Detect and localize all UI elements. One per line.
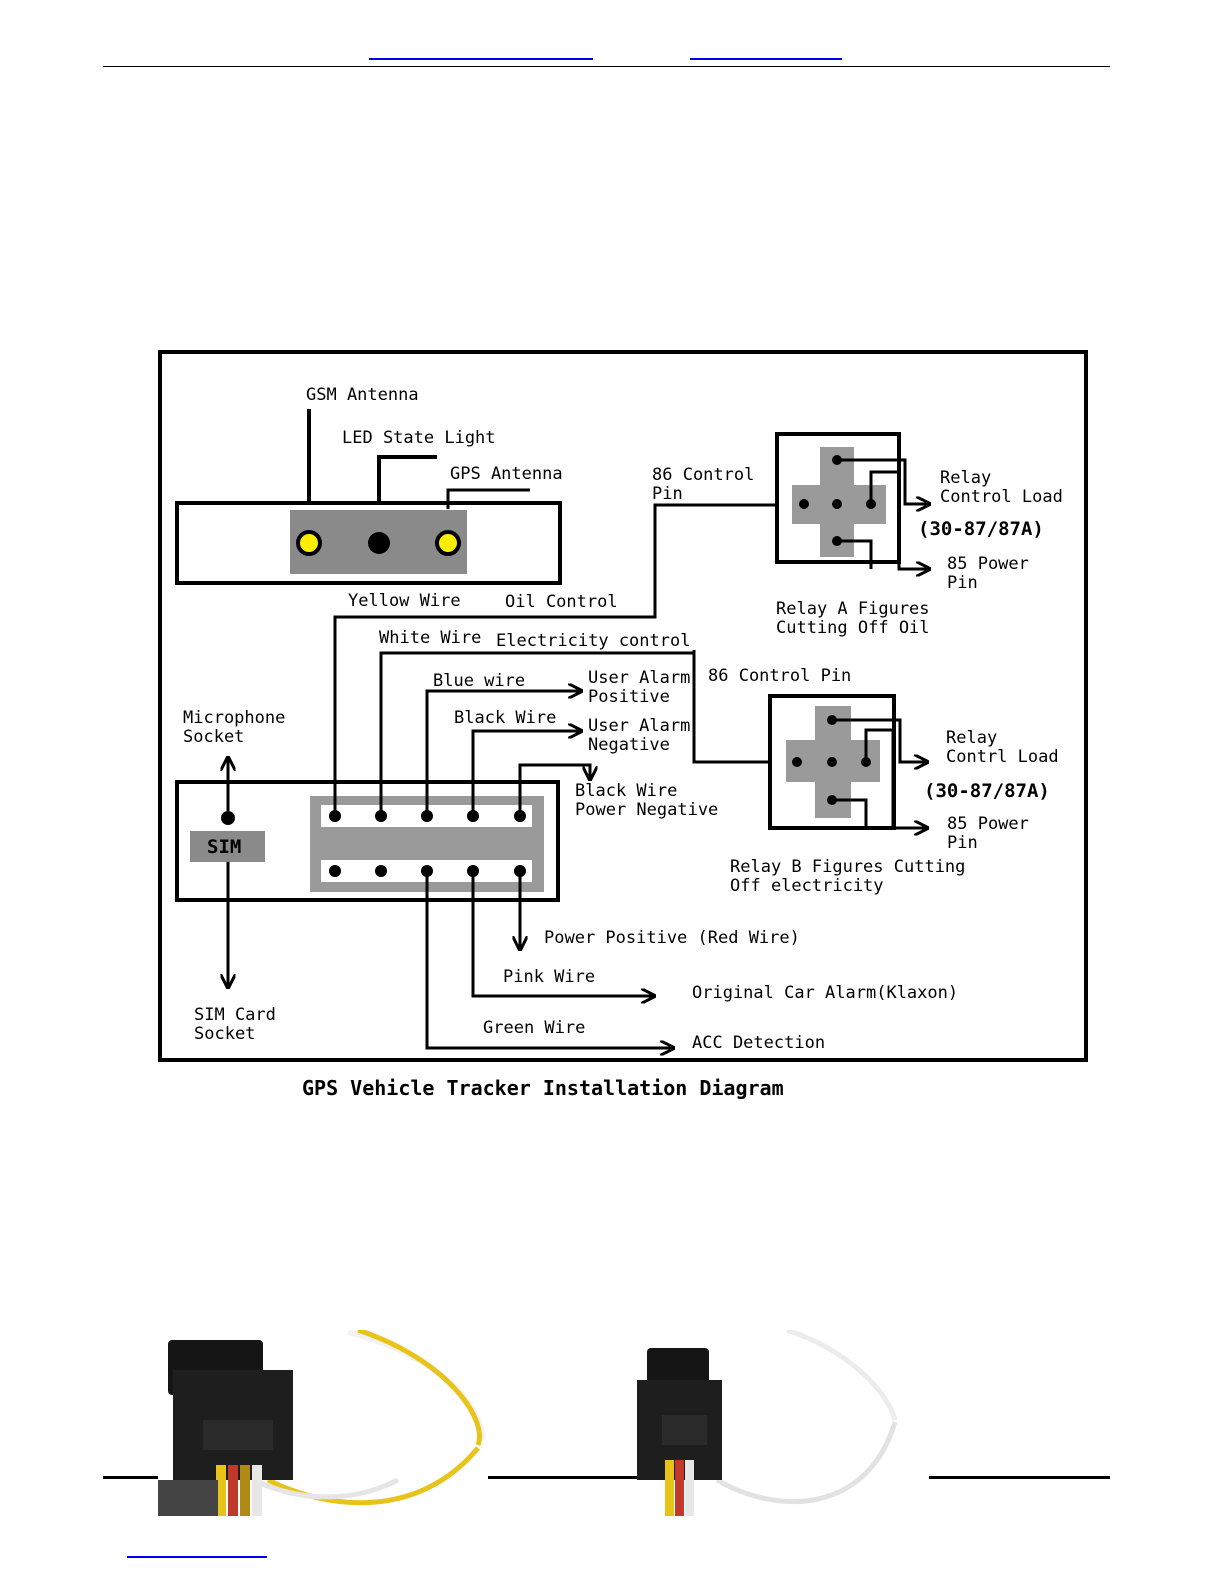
label-86-control-b: 86 Control Pin [708, 666, 851, 686]
label-black-wire-1: Black Wire [454, 708, 556, 728]
footer-rule-left [103, 1476, 158, 1479]
installation-diagram: GSM Antenna LED State Light GPS Antenna … [158, 350, 1088, 1100]
electricity-control-line [692, 650, 770, 764]
footer-rule-middle [487, 1476, 637, 1479]
pink-wire [471, 871, 653, 996]
relay-photo-a [158, 1330, 488, 1516]
green-wire [425, 871, 672, 1048]
gsm-antenna-connector [296, 530, 322, 556]
footer-link[interactable] [127, 1556, 267, 1558]
label-oil-control: Oil Control [505, 592, 618, 612]
label-user-alarm-negative-1: User Alarm [588, 716, 690, 736]
label-microphone-1: Microphone [183, 708, 285, 728]
label-electricity-control: Electricity control [496, 631, 690, 651]
label-yellow-wire: Yellow Wire [348, 591, 461, 611]
label-green-wire: Green Wire [483, 1018, 585, 1038]
label-relay-a-load-2: Control Load [940, 487, 1063, 507]
label-gsm-antenna: GSM Antenna [306, 385, 419, 405]
led-state-light [368, 532, 390, 554]
diagram-frame [158, 350, 1088, 1062]
label-white-wire: White Wire [379, 628, 481, 648]
relay-b [768, 694, 926, 828]
label-microphone-2: Socket [183, 727, 244, 747]
blue-wire [425, 691, 580, 816]
relay-photo-b [637, 1330, 929, 1516]
label-relay-a-figure-2: Cutting Off Oil [776, 618, 930, 638]
label-sim-card-2: Socket [194, 1024, 255, 1044]
led-line [377, 455, 437, 503]
header-rule [103, 66, 1110, 67]
label-sim: SIM [207, 836, 241, 858]
label-relay-b-pins: (30-87/87A) [924, 780, 1050, 802]
label-86-control-a-2: Pin [652, 484, 683, 504]
label-relay-a-85-2: Pin [947, 573, 978, 593]
label-relay-b-figure-1: Relay B Figures Cutting [730, 857, 965, 877]
label-relay-b-85-2: Pin [947, 833, 978, 853]
label-relay-b-85-1: 85 Power [947, 814, 1029, 834]
label-user-alarm-positive-2: Positive [588, 687, 670, 707]
label-86-control-a-1: 86 Control [652, 465, 754, 485]
label-user-alarm-negative-2: Negative [588, 735, 670, 755]
yellow-wire [333, 615, 519, 816]
white-wire [379, 651, 694, 816]
label-black-wire-2: Black Wire [575, 781, 677, 801]
label-relay-b-load-2: Contrl Load [946, 747, 1059, 767]
oil-control-line [519, 503, 777, 619]
header-link-1[interactable] [369, 58, 593, 60]
label-relay-a-load-1: Relay [940, 468, 991, 488]
label-blue-wire: Blue wire [433, 671, 525, 691]
label-relay-a-pins: (30-87/87A) [918, 518, 1044, 540]
label-power-negative: Power Negative [575, 800, 718, 820]
label-relay-a-figure-1: Relay A Figures [776, 599, 930, 619]
label-original-alarm: Original Car Alarm(Klaxon) [692, 983, 958, 1003]
relay-a [775, 432, 928, 569]
black-wire-alarm [471, 731, 580, 816]
label-relay-b-load-1: Relay [946, 728, 997, 748]
label-power-positive: Power Positive (Red Wire) [544, 928, 800, 948]
footer-rule-right [929, 1476, 1110, 1479]
label-gps-antenna: GPS Antenna [450, 464, 563, 484]
label-user-alarm-positive-1: User Alarm [588, 668, 690, 688]
label-sim-card-1: SIM Card [194, 1005, 276, 1025]
gps-antenna-line [446, 488, 530, 509]
label-pink-wire: Pink Wire [503, 967, 595, 987]
label-led-state-light: LED State Light [342, 428, 496, 448]
gps-antenna-connector [435, 530, 461, 556]
black-wire-power [518, 763, 590, 816]
label-relay-a-85-1: 85 Power [947, 554, 1029, 574]
diagram-title: GPS Vehicle Tracker Installation Diagram [302, 1076, 784, 1100]
header-link-2[interactable] [690, 58, 842, 60]
label-relay-b-figure-2: Off electricity [730, 876, 884, 896]
label-acc-detection: ACC Detection [692, 1033, 825, 1053]
tracker-top-panel [175, 501, 562, 585]
